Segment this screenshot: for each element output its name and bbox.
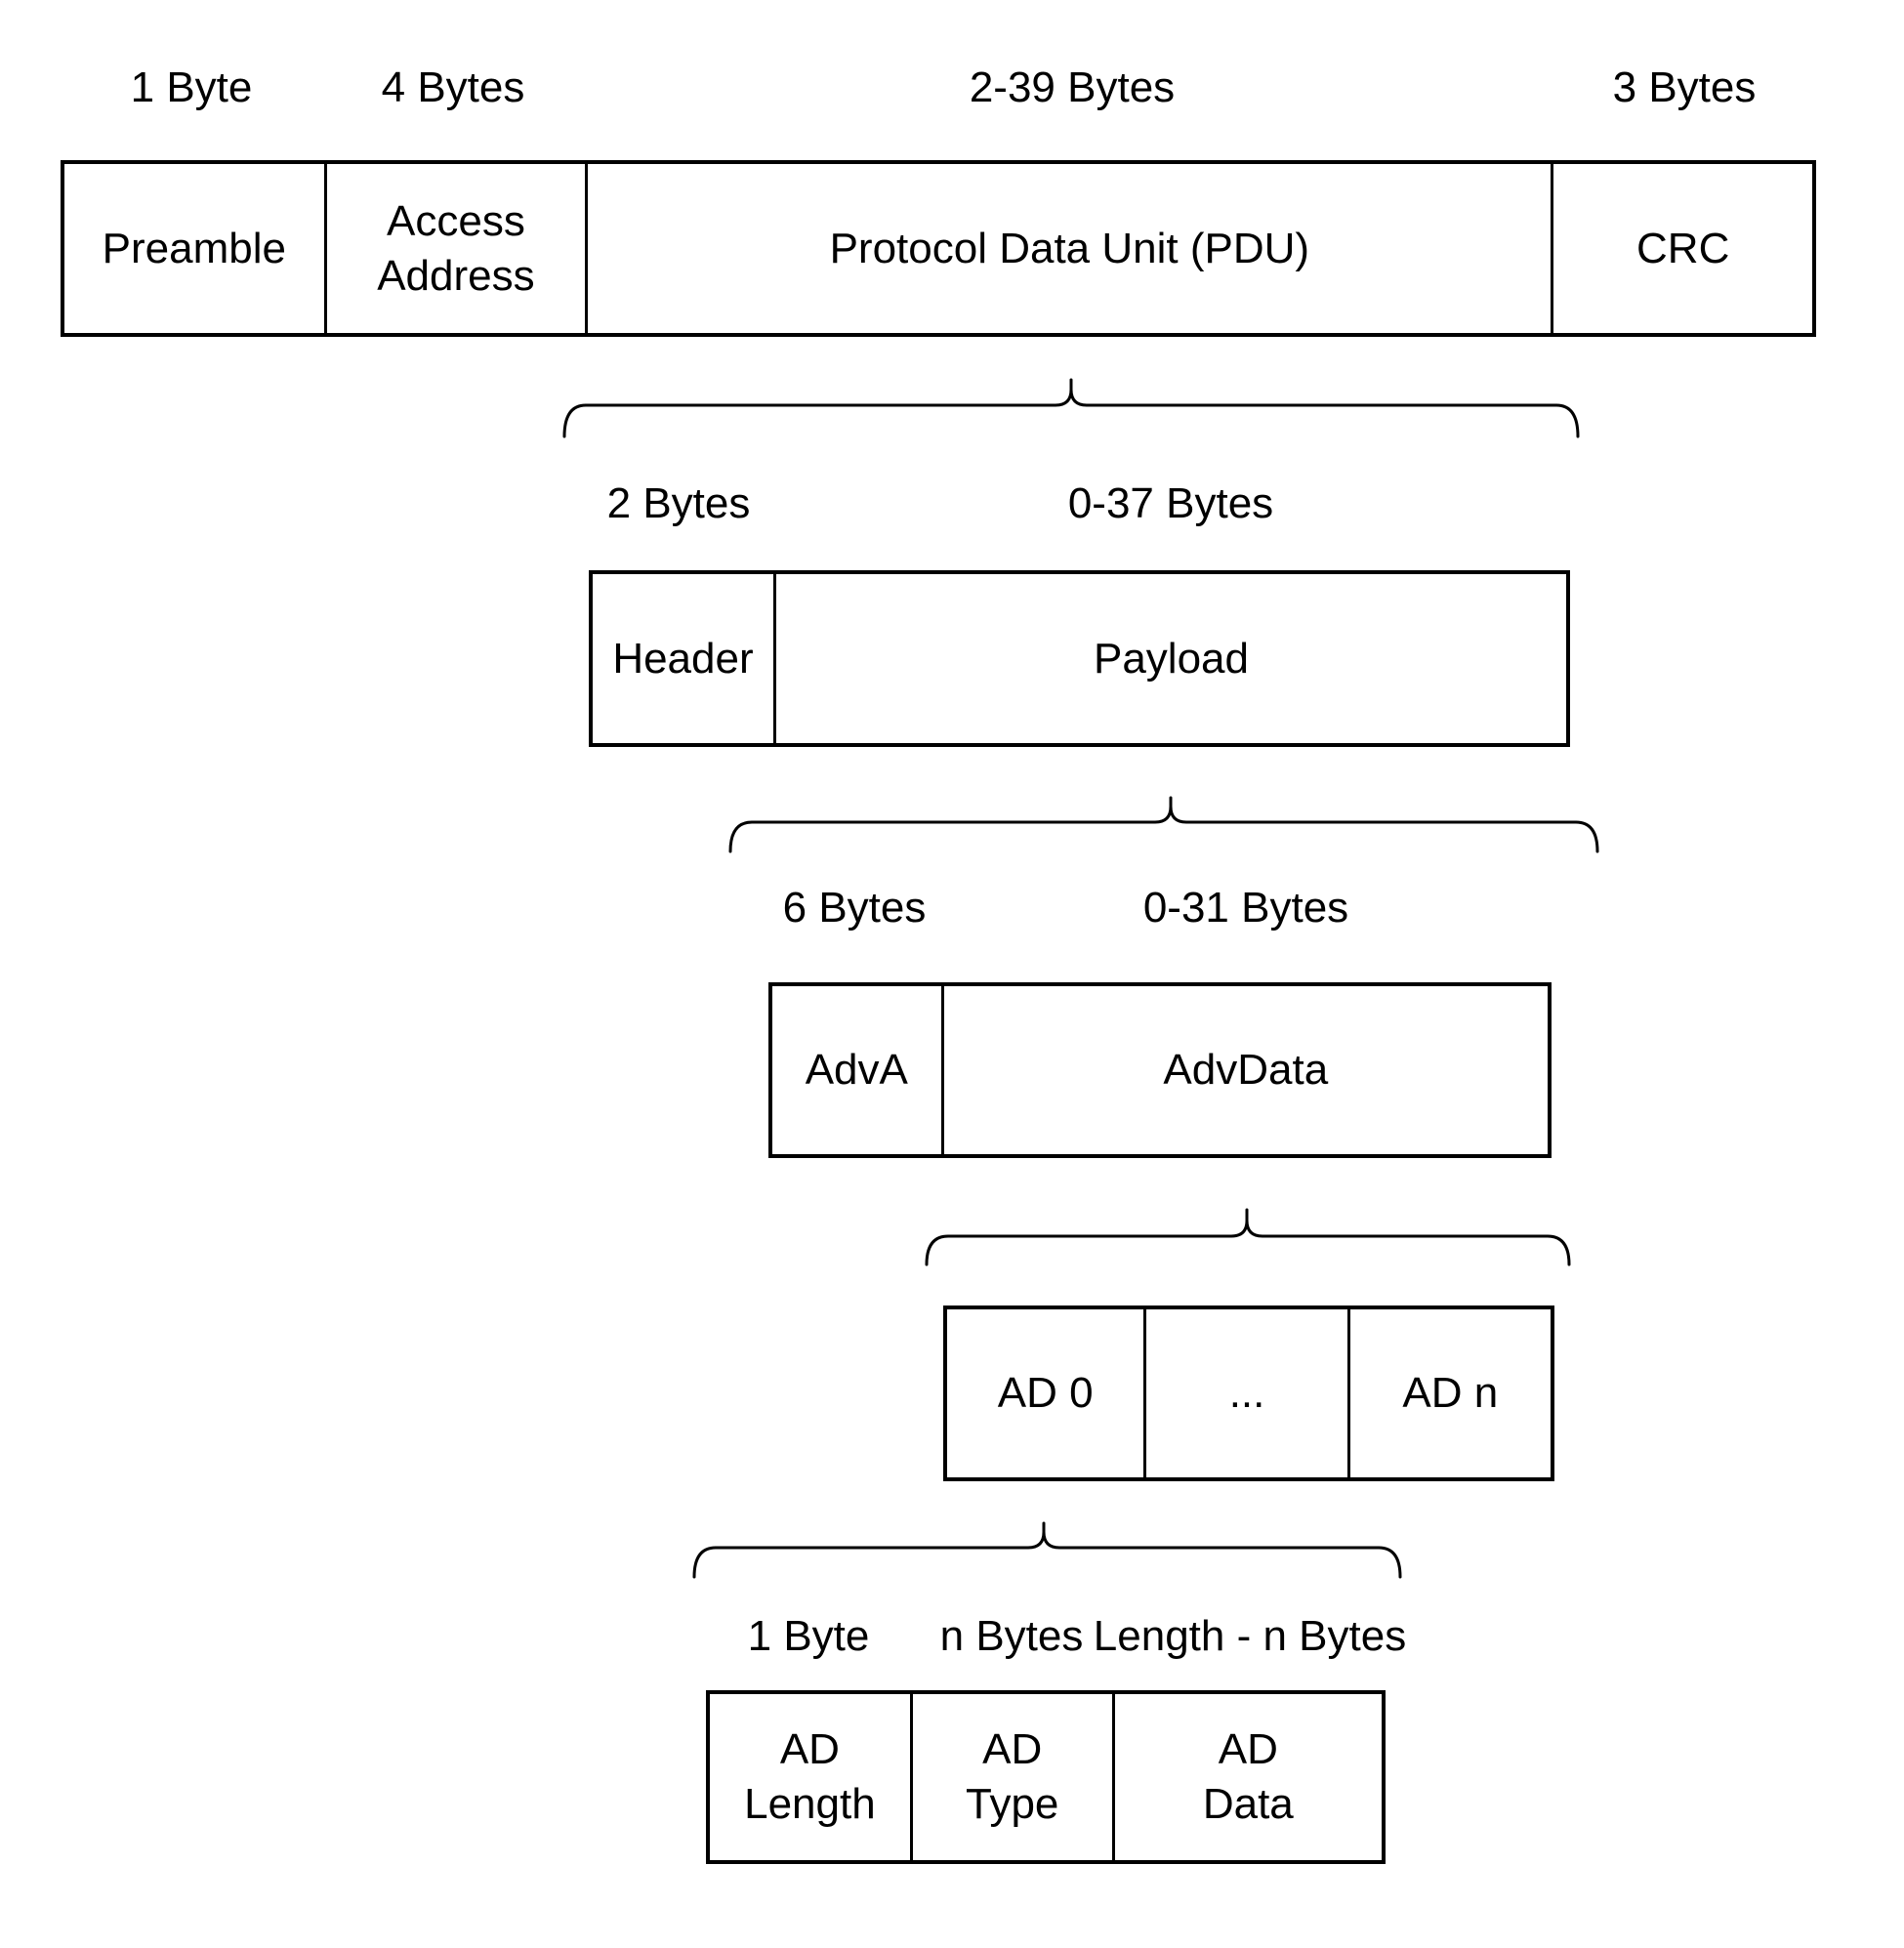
brace-pdu-expansion: [562, 378, 1580, 438]
crc-cell: CRC: [1551, 164, 1812, 333]
size-label-access-address: 4 Bytes: [381, 63, 525, 111]
payload-breakdown-row: AdvA AdvData: [768, 982, 1552, 1158]
advdata-breakdown-row: AD 0 ... AD n: [943, 1306, 1554, 1481]
access-address-cell: Access Address: [323, 164, 586, 333]
size-label-ad-data: Length - n Bytes: [1093, 1612, 1407, 1660]
size-label-adva: 6 Bytes: [782, 884, 927, 932]
size-label-ad-type: n Bytes: [939, 1612, 1084, 1660]
header-cell: Header: [612, 634, 754, 683]
brace-ad0-expansion: [692, 1521, 1402, 1579]
ad-ellipsis-cell: ...: [1143, 1309, 1346, 1477]
size-label-preamble: 1 Byte: [130, 63, 253, 111]
pdu-cell: Protocol Data Unit (PDU): [585, 164, 1551, 333]
link-layer-packet-row: Preamble Access Address Protocol Data Un…: [61, 160, 1816, 337]
adn-cell: AD n: [1346, 1309, 1551, 1477]
pdu-breakdown-row: Header Payload: [589, 570, 1570, 747]
preamble-cell: Preamble: [102, 224, 286, 272]
ad0-cell: AD 0: [997, 1369, 1094, 1417]
brace-payload-expansion: [728, 796, 1599, 853]
ad-length-cell: AD Length: [744, 1725, 876, 1828]
payload-cell: Payload: [772, 574, 1566, 743]
ad-data-cell: AD Data: [1111, 1694, 1382, 1860]
adva-cell: AdvA: [805, 1046, 908, 1094]
ad-type-cell: AD Type: [909, 1694, 1112, 1860]
size-label-advdata: 0-31 Bytes: [1142, 884, 1349, 932]
size-label-crc: 3 Bytes: [1612, 63, 1757, 111]
size-label-ad-length: 1 Byte: [747, 1612, 870, 1660]
size-label-pdu: 2-39 Bytes: [969, 63, 1176, 111]
size-label-payload: 0-37 Bytes: [1067, 479, 1274, 527]
advdata-cell: AdvData: [940, 986, 1548, 1154]
ad-structure-row: AD Length AD Type AD Data: [706, 1690, 1386, 1864]
brace-advdata-expansion: [925, 1208, 1571, 1266]
size-label-header: 2 Bytes: [606, 479, 751, 527]
